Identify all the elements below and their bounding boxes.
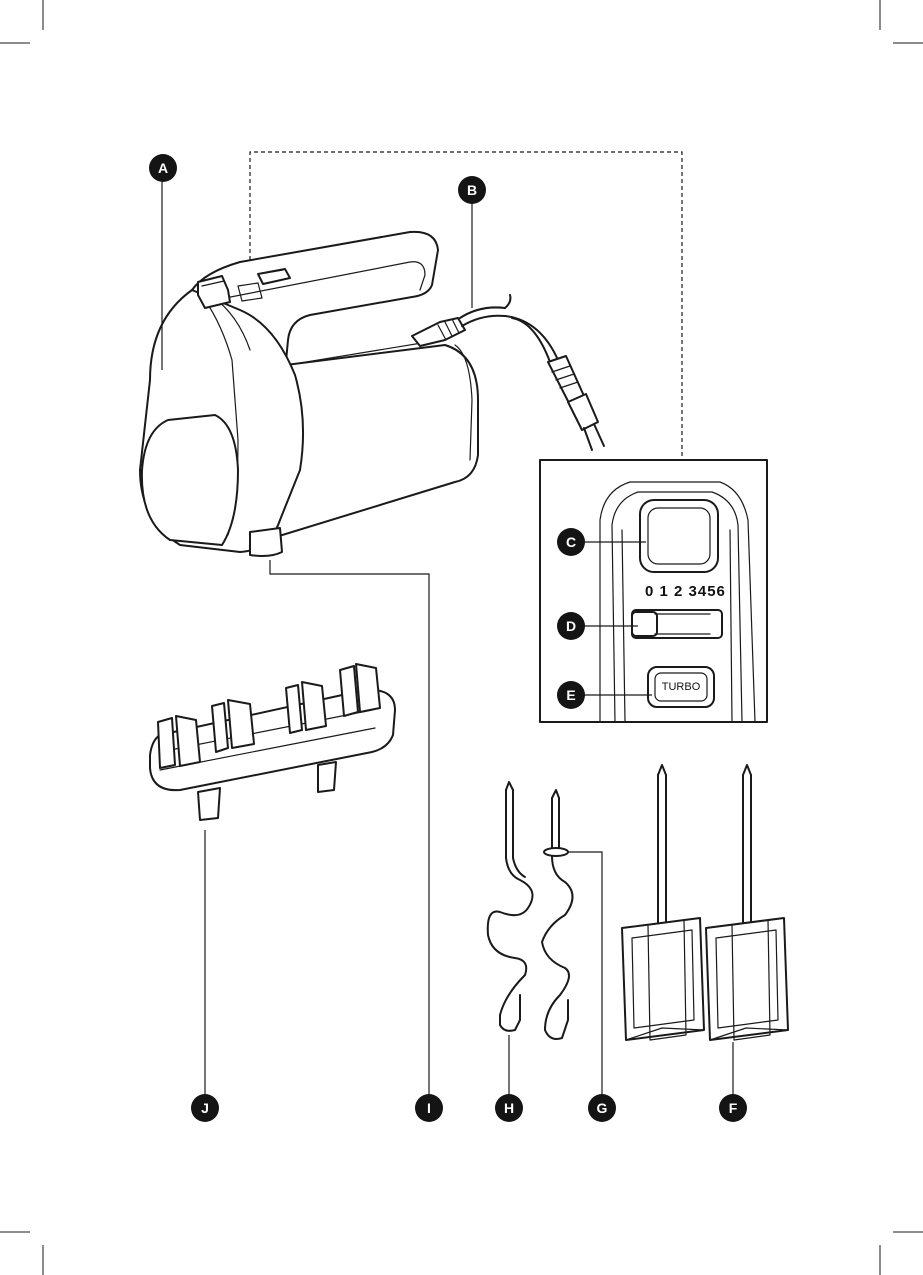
part-badge-C: C xyxy=(557,528,585,556)
speed-scale: 0 1 2 3456 xyxy=(645,583,726,600)
accessory-holder xyxy=(150,664,395,820)
svg-text:F: F xyxy=(729,1100,738,1116)
dough-hooks xyxy=(488,782,573,1039)
part-badge-J: J xyxy=(191,1094,219,1122)
svg-text:J: J xyxy=(201,1100,209,1116)
mixer-body xyxy=(140,232,478,556)
speed-slider-knob xyxy=(632,612,657,636)
svg-text:C: C xyxy=(566,534,576,550)
svg-text:G: G xyxy=(597,1100,608,1116)
svg-text:B: B xyxy=(467,182,477,198)
svg-text:E: E xyxy=(566,687,575,703)
svg-text:A: A xyxy=(158,160,168,176)
svg-text:D: D xyxy=(566,618,576,634)
beaters xyxy=(622,765,788,1040)
svg-text:H: H xyxy=(504,1100,514,1116)
part-badge-D: D xyxy=(557,612,585,640)
part-badge-A: A xyxy=(149,154,177,182)
turbo-label: TURBO xyxy=(662,681,701,693)
part-badge-E: E xyxy=(557,681,585,709)
part-badge-I: I xyxy=(415,1094,443,1122)
svg-text:I: I xyxy=(427,1100,431,1116)
part-badge-B: B xyxy=(458,176,486,204)
part-badge-F: F xyxy=(719,1094,747,1122)
part-badge-G: G xyxy=(588,1094,616,1122)
power-cord xyxy=(460,295,604,450)
part-badge-H: H xyxy=(495,1094,523,1122)
